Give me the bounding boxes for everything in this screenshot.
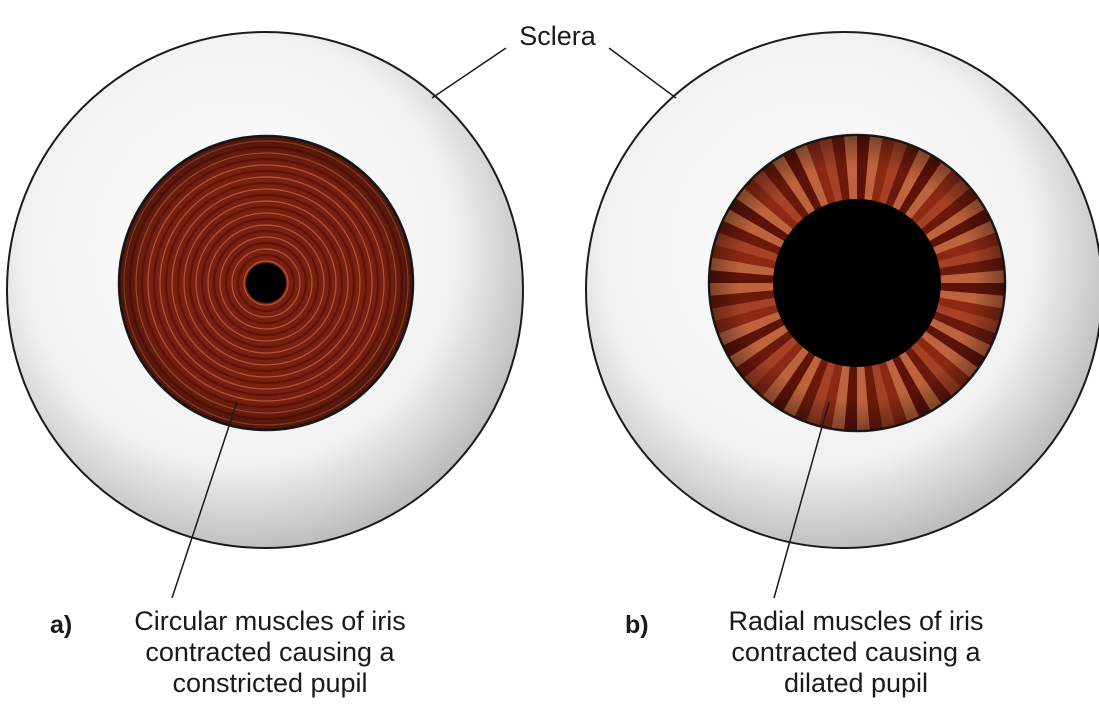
right-pupil	[773, 199, 941, 367]
sclera-leader-left	[432, 48, 506, 98]
panel-b-caption-line-2: contracted causing a	[686, 637, 1026, 668]
panel-a-caption-line-3: constricted pupil	[100, 668, 440, 699]
panel-b-caption-line-3: dilated pupil	[686, 668, 1026, 699]
panel-b-caption: Radial muscles of iris contracted causin…	[686, 606, 1026, 699]
sclera-leader-right	[609, 48, 676, 98]
panel-a-letter: a)	[50, 610, 72, 641]
sclera-label: Sclera	[506, 21, 609, 52]
left-pupil	[246, 263, 286, 303]
panel-a-caption-line-1: Circular muscles of iris	[100, 606, 440, 637]
panel-b-caption-line-1: Radial muscles of iris	[686, 606, 1026, 637]
panel-b-letter: b)	[625, 610, 649, 641]
left-eye	[7, 32, 523, 548]
panel-a-caption: Circular muscles of iris contracted caus…	[100, 606, 440, 699]
right-eye	[586, 32, 1099, 548]
panel-a-caption-line-2: contracted causing a	[100, 637, 440, 668]
